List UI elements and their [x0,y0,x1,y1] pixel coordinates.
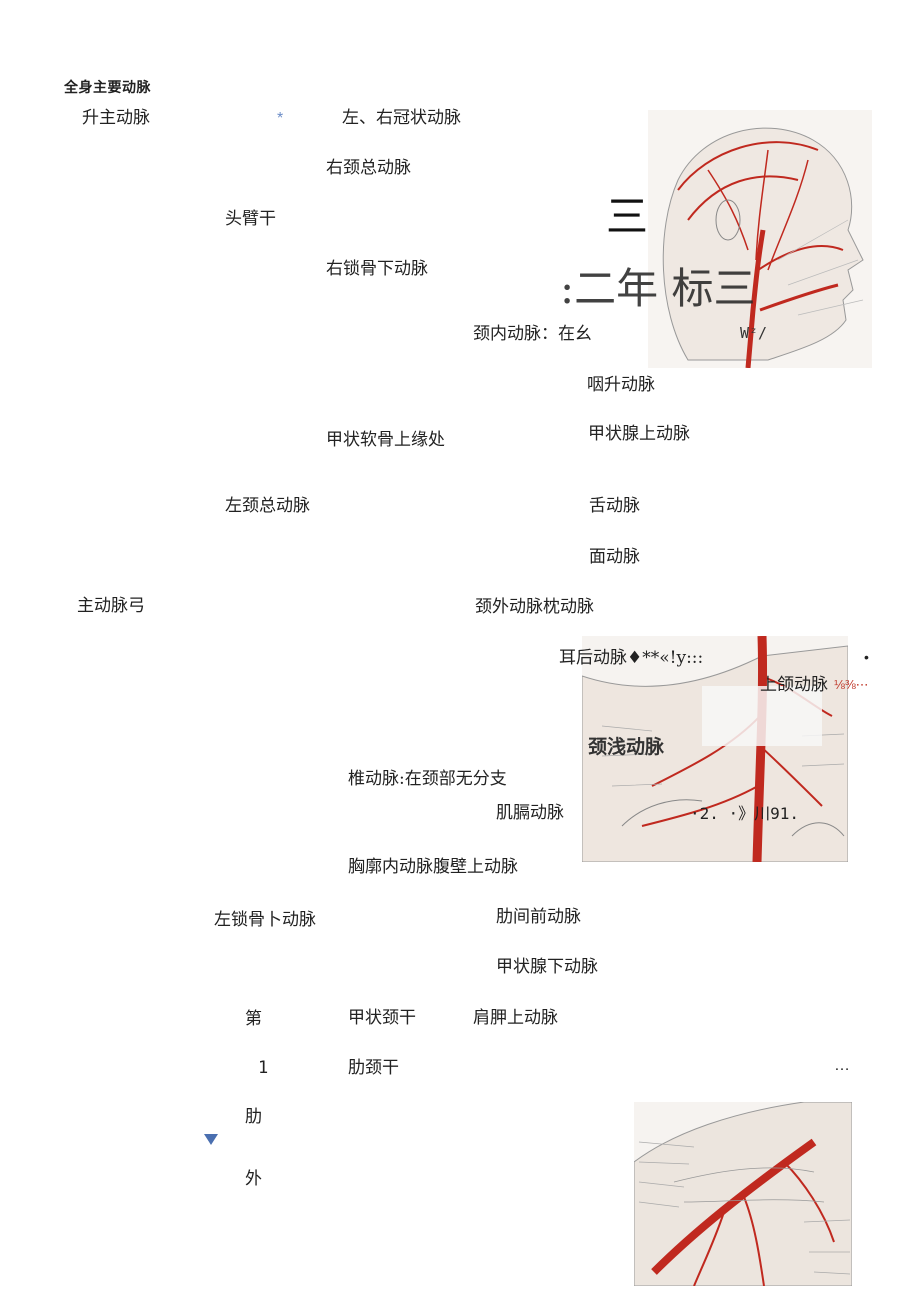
label-internal-thoracic: 胸廓内动脉腹壁上动脉 [348,857,518,877]
head-arteries-figure [648,110,872,368]
label-posterior-auricular: 耳后动脉♦**«!y::: [559,648,704,668]
label-aortic-arch: 主动脉弓 [77,596,145,616]
label-external-carotid-occipital: 颈外动脉枕动脉 [475,597,594,617]
shoulder-arteries-figure [634,1102,852,1286]
label-wai: 外 [245,1169,262,1189]
label-superior-thyroid: 甲状腺上动脉 [588,424,690,444]
page-title: 全身主要动脉 [64,79,151,95]
label-musculophrenic: 肌膈动脉 [496,803,564,823]
label-facial: 面动脉 [589,547,640,567]
asterisk-mark: * [277,110,284,127]
overlay-san: 三 [606,192,649,241]
label-lingual: 舌动脉 [589,496,640,516]
label-one: 1 [258,1058,269,1078]
label-ascending-pharyngeal: 咽升动脉 [587,375,655,395]
label-thyrocervical: 甲状颈干 [348,1008,416,1028]
overlay-line2: :二年 标三 [560,264,756,313]
label-suprascapular: 肩胛上动脉 [473,1008,558,1028]
garbled-text: ·2. ·》川91. [690,804,800,823]
label-vertebral: 椎动脉:在颈部无分支 [348,769,507,789]
label-left-subclavian: 左锁骨卜动脉 [214,910,316,930]
label-anterior-intercostal: 肋间前动脉 [496,907,581,927]
label-internal-carotid: 颈内动脉：在幺 [473,324,592,344]
maxillary-mark: ⅛⅜⋯ [834,677,869,692]
triangle-marker-icon [204,1134,218,1145]
label-inferior-thyroid: 甲状腺下动脉 [496,957,598,977]
label-right-common-carotid: 右颈总动脉 [326,158,411,178]
neck-figure-caption: 颈浅动脉 [588,736,665,758]
label-brachiocephalic-trunk: 头臂干 [225,209,276,229]
label-thyroid-cartilage: 甲状软骨上缘处 [326,430,445,450]
label-costocervical: 肋颈干 [348,1058,399,1078]
label-maxillary: 上颌动脉 [760,675,828,695]
overlay-wz: Wᶻ/ [740,324,768,342]
label-left-common-carotid: 左颈总动脉 [225,496,310,516]
neck-arteries-figure: 颈浅动脉 [582,636,848,862]
dot-mark: • [864,649,869,665]
ellipsis-mark: … [834,1057,850,1074]
label-ascending-aorta: 升主动脉 [82,108,150,128]
label-right-subclavian: 右锁骨下动脉 [326,259,428,279]
label-rib: 肋 [245,1107,262,1127]
label-coronary-arteries: 左、右冠状动脉 [342,108,461,128]
label-di: 第 [245,1009,262,1029]
